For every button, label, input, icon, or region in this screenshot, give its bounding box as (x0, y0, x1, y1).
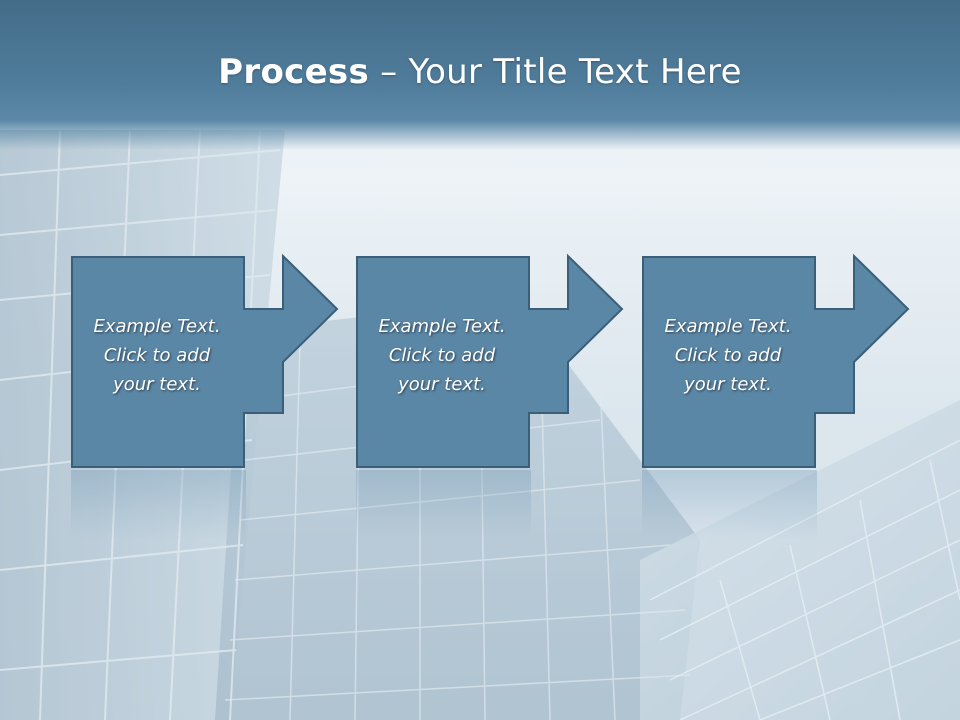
step-3-shape (642, 253, 910, 468)
step-1-line1: Example Text. (93, 316, 221, 337)
process-step-3[interactable]: Example Text. Click to add your text. (642, 253, 932, 468)
slide-title[interactable]: Process – Your Title Text Here (0, 52, 960, 92)
title-rest-text: – Your Title Text Here (369, 52, 742, 92)
step-3-line3: your text. (684, 374, 772, 395)
step-1-text[interactable]: Example Text. Click to add your text. (71, 312, 243, 399)
step-1-shape (71, 253, 339, 468)
step-2-line1: Example Text. (378, 316, 506, 337)
title-bold-text: Process (218, 52, 370, 92)
step-2-line3: your text. (398, 374, 486, 395)
process-step-1[interactable]: Example Text. Click to add your text. (71, 253, 361, 468)
step-3-text[interactable]: Example Text. Click to add your text. (642, 312, 814, 399)
step-2-text[interactable]: Example Text. Click to add your text. (356, 312, 528, 399)
step-1-line3: your text. (113, 374, 201, 395)
process-step-2[interactable]: Example Text. Click to add your text. (356, 253, 646, 468)
title-band (0, 0, 960, 150)
step-1-reflection (71, 470, 246, 540)
step-3-line1: Example Text. (664, 316, 792, 337)
step-2-reflection (356, 470, 531, 540)
step-3-line2: Click to add (674, 345, 782, 366)
step-2-line2: Click to add (388, 345, 496, 366)
step-1-line2: Click to add (103, 345, 211, 366)
step-3-reflection (642, 470, 817, 540)
step-2-shape (356, 253, 624, 468)
